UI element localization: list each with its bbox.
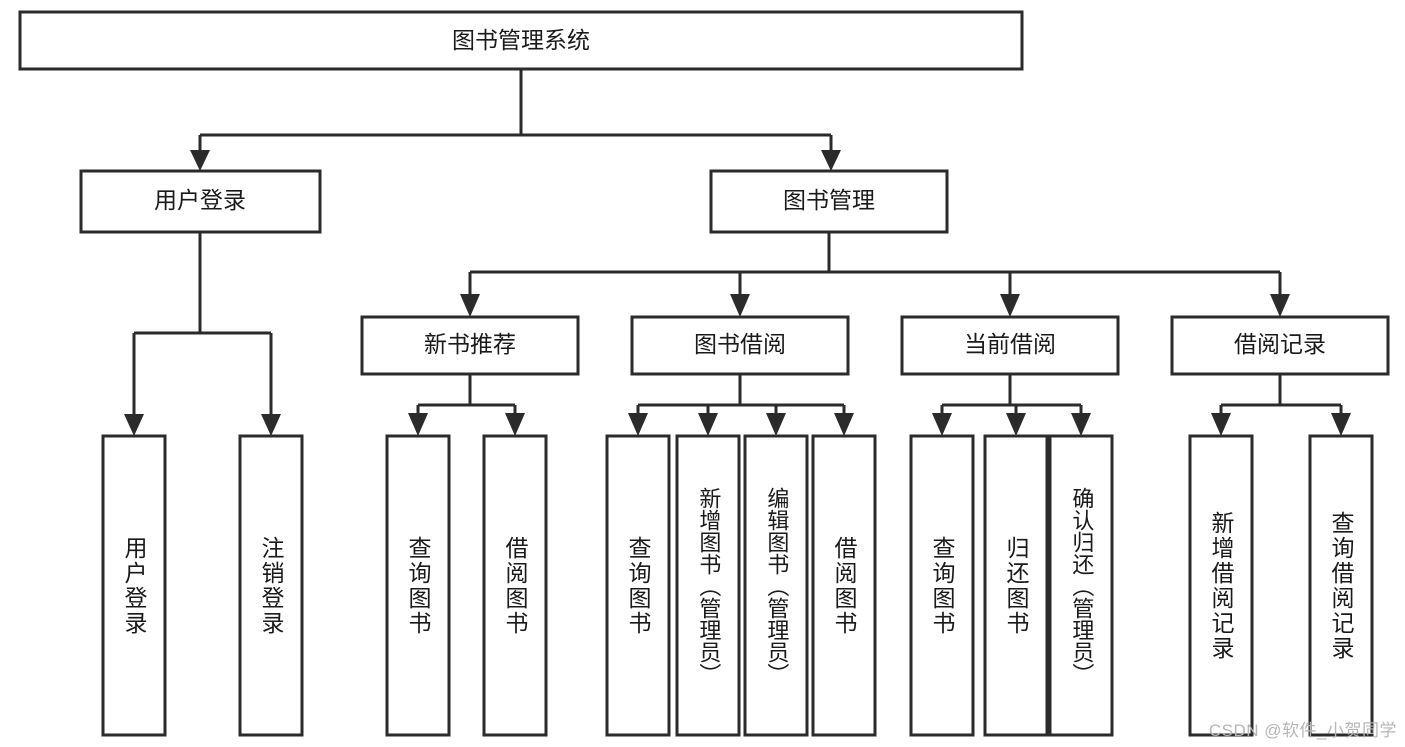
node-user-login[interactable]: 用户登录 bbox=[79, 169, 322, 234]
leaf-box-return-book[interactable] bbox=[983, 434, 1049, 737]
arrow-to-leaf-add-record bbox=[1211, 413, 1231, 436]
leaf-box-logout[interactable] bbox=[238, 434, 304, 737]
node-current-borrow-label: 当前借阅 bbox=[964, 331, 1056, 357]
watermark-text: CSDN @软件_小贺同学 bbox=[1208, 721, 1397, 740]
node-new-book-recommend[interactable]: 新书推荐 bbox=[360, 315, 580, 376]
connectors bbox=[124, 69, 1351, 436]
arrow-to-book-borrow bbox=[730, 294, 750, 317]
node-current-borrow-box[interactable] bbox=[900, 315, 1120, 376]
arrow-to-leaf-edit-book bbox=[766, 413, 786, 436]
node-root-label: 图书管理系统 bbox=[452, 27, 590, 53]
node-root[interactable]: 图书管理系统 bbox=[18, 10, 1024, 71]
leaf-box-add-book[interactable] bbox=[675, 434, 741, 737]
arrow-to-leaf-query-book-1 bbox=[408, 413, 428, 436]
arrow-to-leaf-add-book bbox=[698, 413, 718, 436]
leaf-box-add-record[interactable] bbox=[1188, 434, 1254, 737]
leaf-boxes bbox=[101, 434, 1374, 737]
node-new-book-recommend-box[interactable] bbox=[360, 315, 580, 376]
leaf-box-edit-book[interactable] bbox=[743, 434, 809, 737]
node-new-book-recommend-label: 新书推荐 bbox=[424, 331, 516, 357]
leaf-box-query-book-2[interactable] bbox=[605, 434, 671, 737]
node-user-login-label: 用户登录 bbox=[154, 187, 246, 213]
arrow-to-book-management bbox=[821, 150, 841, 171]
arrow-to-leaf-borrow-book-2 bbox=[834, 413, 854, 436]
leaf-box-query-book-3[interactable] bbox=[909, 434, 975, 737]
node-borrow-record[interactable]: 借阅记录 bbox=[1170, 315, 1390, 376]
leaf-box-borrow-book-1[interactable] bbox=[482, 434, 548, 737]
arrow-to-leaf-confirm-return bbox=[1071, 413, 1091, 436]
node-book-management-box[interactable] bbox=[709, 169, 949, 234]
arrow-to-current-borrow bbox=[1000, 294, 1020, 317]
arrow-to-borrow-record bbox=[1270, 294, 1290, 317]
node-book-borrow-box[interactable] bbox=[630, 315, 850, 376]
arrow-to-leaf-query-record bbox=[1331, 413, 1351, 436]
node-borrow-record-box[interactable] bbox=[1170, 315, 1390, 376]
node-book-management[interactable]: 图书管理 bbox=[709, 169, 949, 234]
node-current-borrow[interactable]: 当前借阅 bbox=[900, 315, 1120, 376]
arrow-to-leaf-user-login bbox=[124, 414, 144, 436]
node-root-box[interactable] bbox=[18, 10, 1024, 71]
node-user-login-box[interactable] bbox=[79, 169, 322, 234]
node-book-borrow-label: 图书借阅 bbox=[694, 331, 786, 357]
leaf-box-query-record[interactable] bbox=[1308, 434, 1374, 737]
leaf-box-query-book-1[interactable] bbox=[385, 434, 451, 737]
leaf-box-user-login[interactable] bbox=[101, 434, 167, 737]
arrow-to-user-login bbox=[190, 150, 210, 171]
node-borrow-record-label: 借阅记录 bbox=[1234, 331, 1326, 357]
arrow-to-leaf-return-book bbox=[1006, 413, 1026, 436]
arrow-to-leaf-query-book-2 bbox=[628, 413, 648, 436]
arrow-to-new-book-recommend bbox=[460, 294, 480, 317]
arrow-to-leaf-logout bbox=[261, 414, 281, 436]
node-book-borrow[interactable]: 图书借阅 bbox=[630, 315, 850, 376]
node-book-management-label: 图书管理 bbox=[783, 187, 875, 213]
leaf-box-borrow-book-2[interactable] bbox=[811, 434, 877, 737]
leaf-box-confirm-return[interactable] bbox=[1048, 434, 1114, 737]
arrow-to-leaf-query-book-3 bbox=[932, 413, 952, 436]
arrow-to-leaf-borrow-book-1 bbox=[505, 413, 525, 436]
